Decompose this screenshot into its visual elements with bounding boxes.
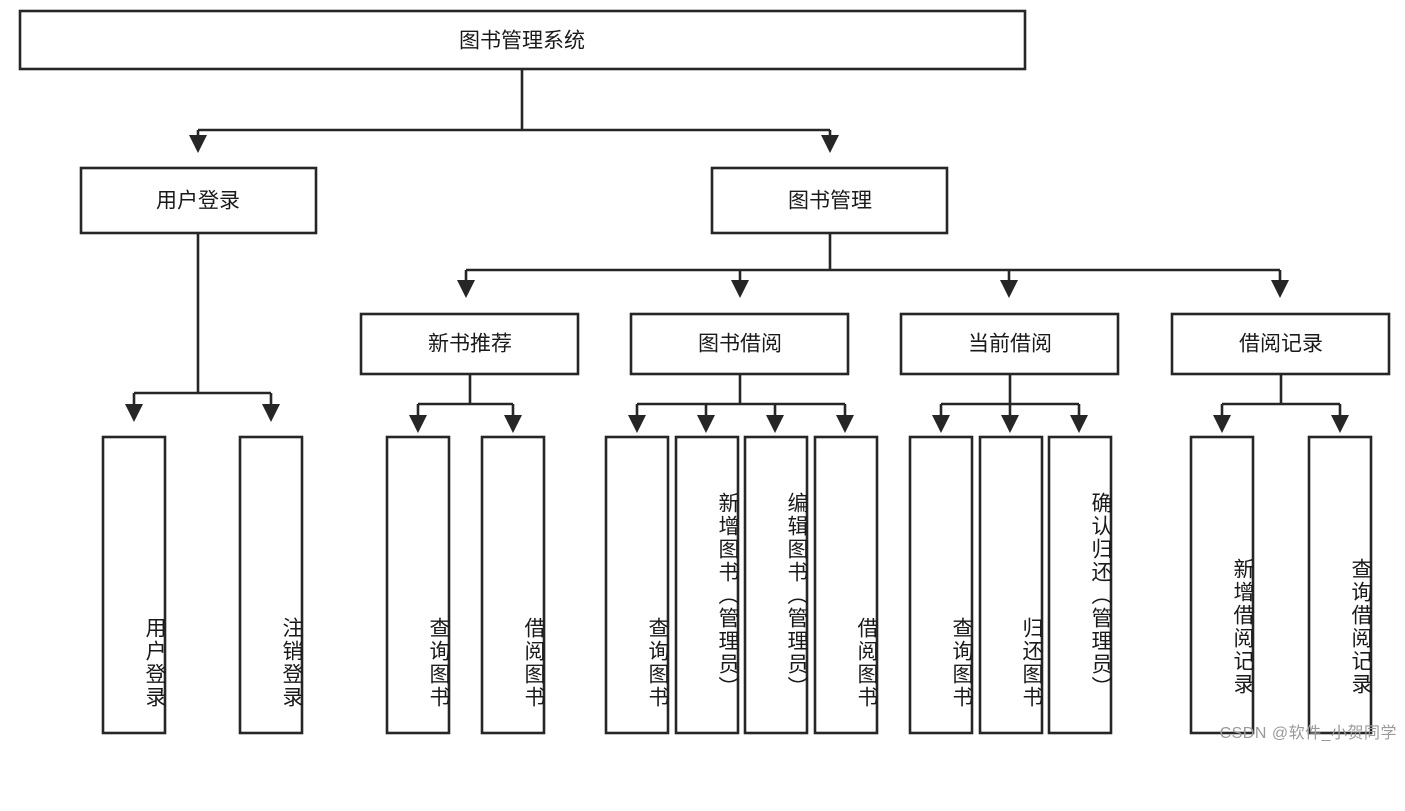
leaf-box-current-query[interactable] (908, 435, 974, 735)
leaf-box-current-return[interactable] (978, 435, 1044, 735)
connector-new-book-recommend-to-leaves (408, 374, 523, 434)
node-book-management-label: 图书管理 (788, 190, 872, 213)
leaf-box-recommend-borrow[interactable] (480, 435, 546, 735)
node-book-borrow-label: 图书借阅 (698, 333, 782, 356)
node-new-book-recommend-label: 新书推荐 (428, 333, 512, 356)
node-book-borrow[interactable]: 图书借阅 (629, 312, 850, 376)
node-root-label: 图书管理系统 (459, 30, 585, 53)
leaf-box-record-query[interactable] (1307, 435, 1373, 735)
connector-book-management-to-level3 (456, 233, 1290, 299)
leaf-box-borrow-query[interactable] (604, 435, 670, 735)
connector-user-login-to-leaves (124, 233, 281, 423)
leaf-box-borrow-lend[interactable] (813, 435, 879, 735)
connector-book-borrow-to-leaves (627, 374, 855, 434)
node-book-management[interactable]: 图书管理 (710, 166, 949, 235)
hierarchy-diagram: 图书管理系统 用户登录 图书管理 (18, 9, 1397, 742)
node-current-borrow[interactable]: 当前借阅 (899, 312, 1120, 376)
node-user-login[interactable]: 用户登录 (79, 166, 318, 235)
diagram-canvas: 图书管理系统 用户登录 图书管理 (18, 9, 1391, 735)
leaf-box-record-add[interactable] (1189, 435, 1255, 735)
leaf-box-recommend-query[interactable] (385, 435, 451, 735)
csdn-watermark: CSDN @软件_小贺同学 (1219, 725, 1397, 742)
leaf-box-user-login-logout[interactable] (238, 435, 304, 735)
node-new-book-recommend[interactable]: 新书推荐 (359, 312, 580, 376)
node-user-login-label: 用户登录 (156, 190, 240, 213)
node-borrow-record[interactable]: 借阅记录 (1170, 312, 1391, 376)
leaf-box-borrow-add[interactable] (674, 435, 740, 735)
node-root[interactable]: 图书管理系统 (18, 9, 1027, 71)
connector-borrow-record-to-leaves (1212, 374, 1350, 434)
connector-root-to-level2 (188, 69, 840, 154)
node-current-borrow-label: 当前借阅 (968, 333, 1052, 356)
connector-current-borrow-to-leaves (931, 374, 1089, 434)
leaf-box-current-confirm[interactable] (1047, 435, 1113, 735)
node-borrow-record-label: 借阅记录 (1239, 333, 1323, 356)
leaf-box-user-login-login[interactable] (101, 435, 167, 735)
leaf-box-borrow-edit[interactable] (743, 435, 809, 735)
